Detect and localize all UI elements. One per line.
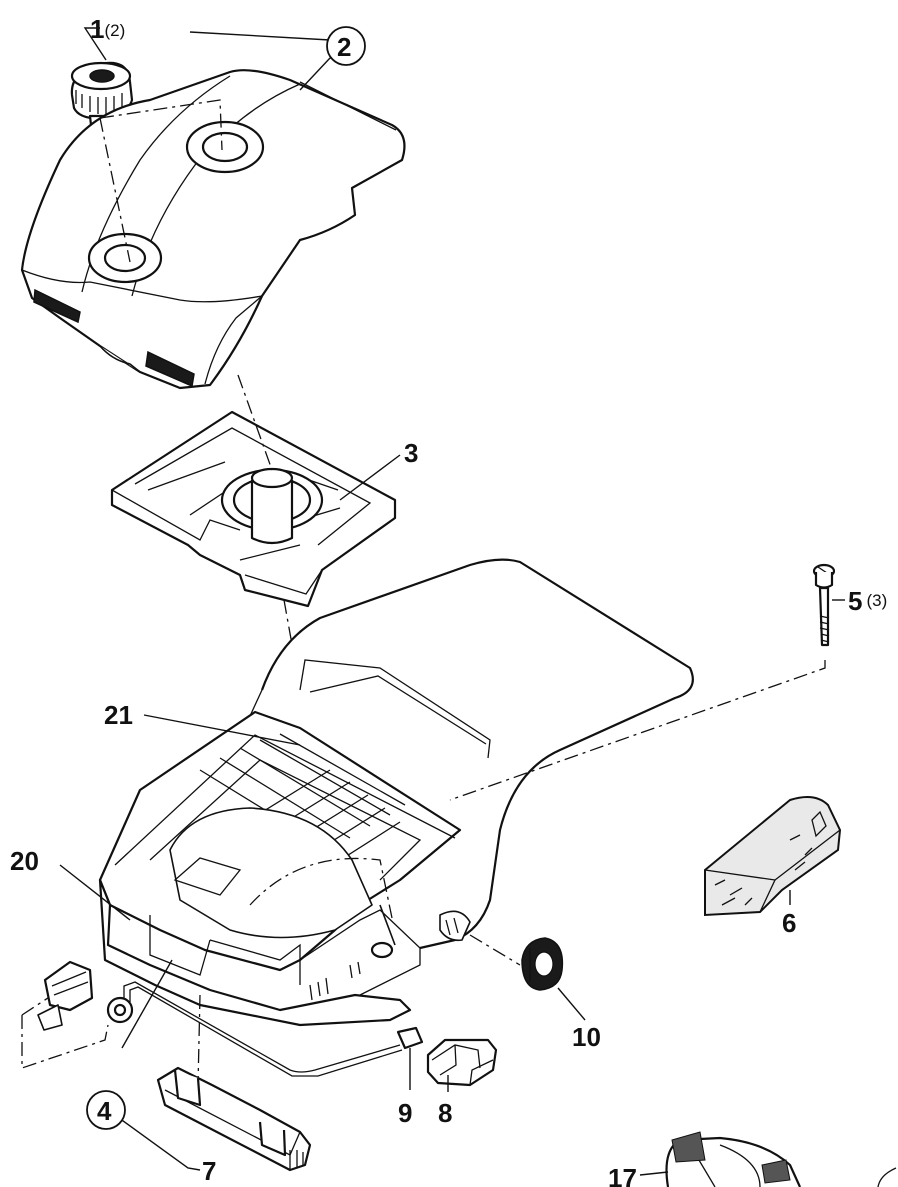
- assembly-line-knob-a: [99, 117, 131, 263]
- callout-label-9: 9: [398, 1098, 412, 1128]
- part-3-air-filter: [110, 410, 397, 608]
- callout-label-5: 5(3): [848, 586, 887, 616]
- assembly-line-6: [469, 934, 521, 966]
- part-base-housing: [98, 558, 694, 1027]
- callout-label-2: 2: [337, 32, 351, 62]
- callout-circle-4: [86, 1090, 126, 1130]
- assembly-line-screw-5: [449, 660, 826, 801]
- part-10-grommet: [521, 937, 564, 991]
- callout-label-10: 10: [572, 1022, 601, 1052]
- assembly-line-knob-b: [99, 99, 223, 151]
- part-5-screw: [812, 563, 836, 647]
- callout-label-17: 17: [608, 1163, 637, 1187]
- callout-label-21: 21: [104, 700, 133, 730]
- leader-lines: [59, 27, 845, 1176]
- callout-label-20: 20: [10, 846, 39, 876]
- assembly-line-left: [21, 1015, 109, 1069]
- callout-label-1: 1(2): [90, 14, 125, 44]
- callout-label-6: 6: [782, 908, 796, 938]
- assembly-line-base-stud: [249, 857, 393, 919]
- callout-label-4: 4: [97, 1096, 112, 1126]
- part-17: [665, 1131, 897, 1187]
- callout-label-7: 7: [202, 1156, 216, 1186]
- callout-label-8: 8: [438, 1098, 452, 1128]
- assembly-line-cover-filter: [237, 374, 273, 471]
- callout-label-3: 3: [404, 438, 418, 468]
- callout-circle-2: [326, 26, 366, 66]
- part-8-clip: [426, 1038, 498, 1087]
- part-6-foam-pad: [704, 795, 842, 917]
- part-4-wire: [106, 981, 403, 1077]
- part-2-filter-cover: [20, 69, 406, 390]
- assembly-line-7: [197, 994, 201, 1086]
- part-9-cap: [396, 1026, 424, 1050]
- part-7-bracket: [156, 1066, 312, 1172]
- part-left-fitting: [37, 960, 94, 1031]
